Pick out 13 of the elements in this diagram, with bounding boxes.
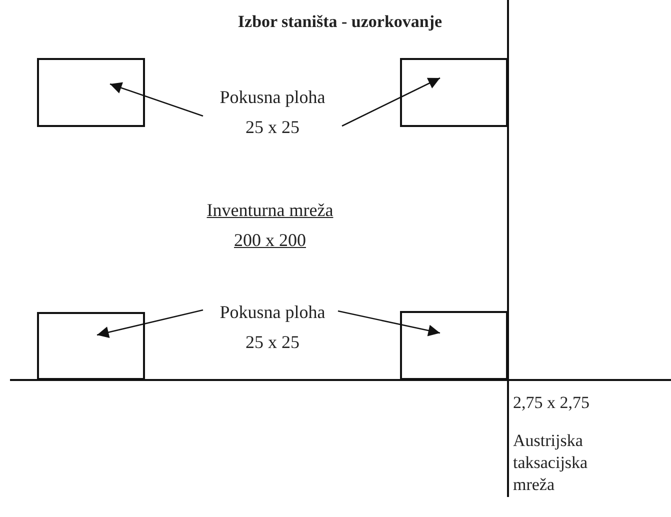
callout-text: Pokusna ploha 25 x 25	[210, 82, 335, 142]
plot-box	[37, 58, 145, 127]
arrow	[338, 310, 440, 336]
arrow	[342, 77, 440, 127]
plot-box	[400, 58, 508, 127]
grid-label: Inventurna mreža 200 x 200	[206, 199, 334, 252]
plot-box	[37, 312, 145, 380]
callout-text: Pokusna ploha 25 x 25	[210, 297, 335, 357]
dimension-label: 2,75 x 2,75	[513, 392, 590, 414]
grid-label: Austrijska taksacijska mreža	[513, 430, 589, 496]
arrow	[110, 82, 204, 117]
arrow	[96, 309, 204, 338]
plot-box	[400, 311, 508, 380]
